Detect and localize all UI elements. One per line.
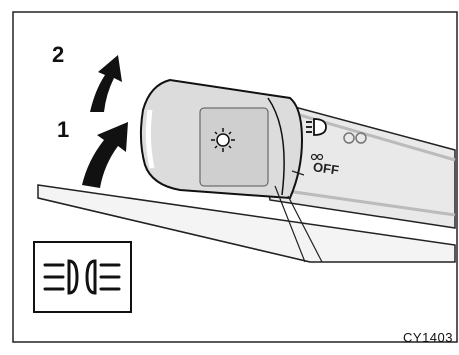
arrow-position-1	[82, 122, 128, 188]
figure-code: CY1403	[403, 330, 453, 345]
rotary-band	[200, 108, 268, 186]
headlight-icon	[306, 119, 326, 135]
step-1-label: 1	[57, 117, 69, 143]
high-beam-indicator-box	[33, 241, 132, 313]
step-2-label: 2	[52, 42, 64, 68]
high-beam-indicator-icon	[35, 243, 130, 311]
arrow-position-2	[90, 55, 122, 112]
